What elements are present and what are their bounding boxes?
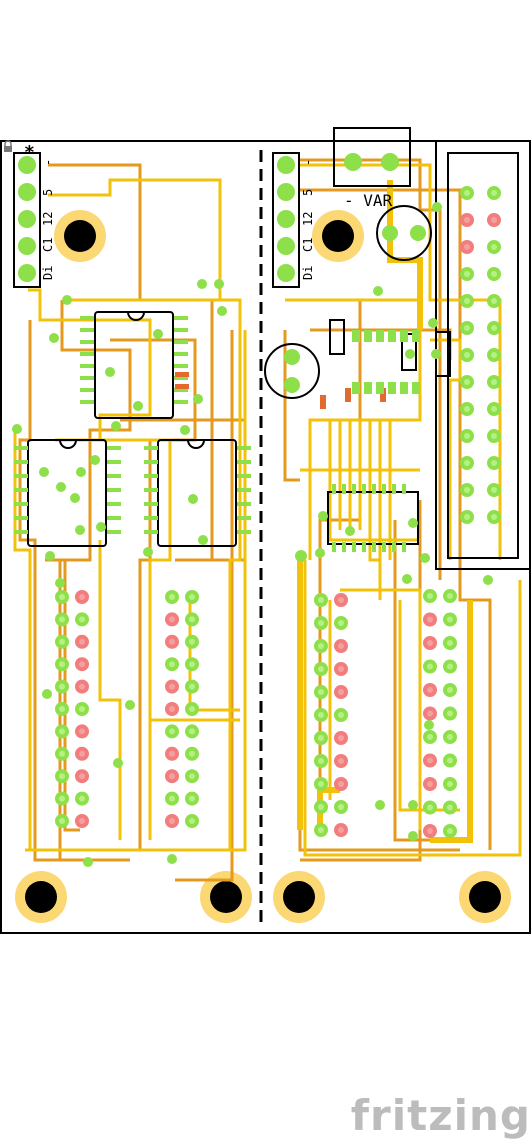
fritzing-logo: fritzing: [350, 1091, 531, 1140]
right-connector-labels: - 5 12 C1 Di: [301, 159, 315, 280]
label-minus-left: -: [41, 159, 55, 166]
label-12-right: 12: [301, 212, 315, 226]
vias: [12, 202, 493, 867]
var-label: - VAR: [344, 191, 393, 210]
label-c1-right: C1: [301, 238, 315, 252]
asterisk-mark: *: [24, 142, 35, 163]
ic-pins: [14, 316, 406, 552]
header-pads: [55, 186, 501, 838]
mounting-holes: [15, 210, 511, 923]
lock-icon: [4, 140, 12, 152]
label-di-right: Di: [301, 266, 315, 280]
connector-pads: [18, 153, 426, 393]
label-5-left: 5: [41, 189, 55, 196]
label-12-left: 12: [41, 212, 55, 226]
label-c1-left: C1: [41, 238, 55, 252]
label-minus-right: -: [301, 159, 315, 166]
label-di-left: Di: [41, 266, 55, 280]
label-5-right: 5: [301, 189, 315, 196]
smd-parts: [175, 330, 420, 409]
left-connector-labels: - 5 12 C1 Di: [41, 159, 55, 280]
